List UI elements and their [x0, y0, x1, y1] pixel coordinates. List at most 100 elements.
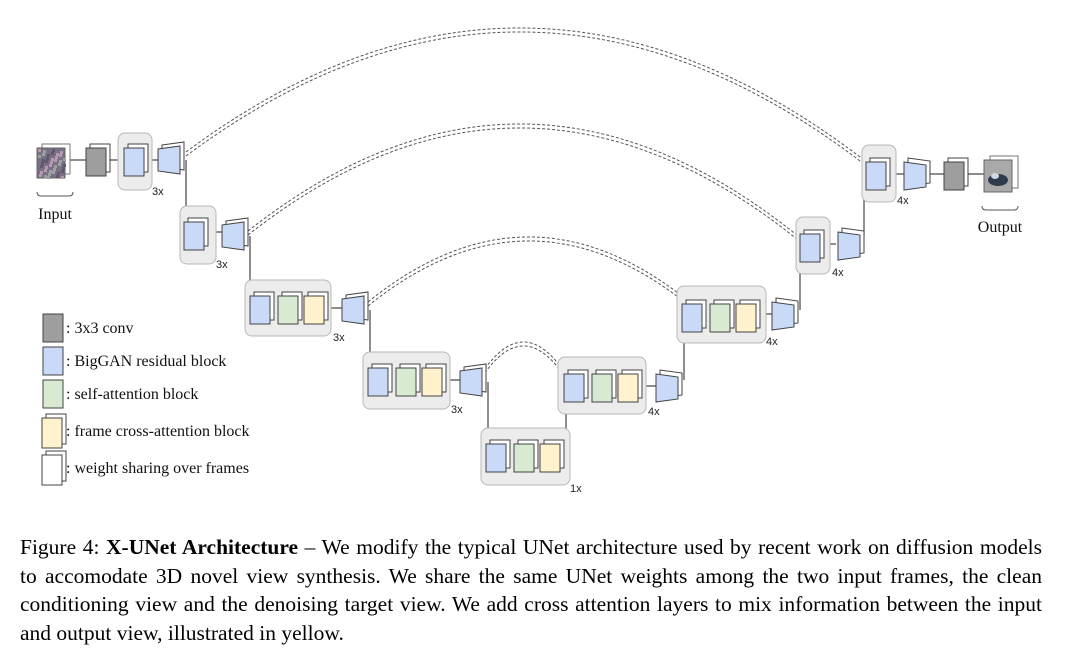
noise-pixel: [61, 176, 64, 179]
skip-arc-line: [185, 27, 865, 161]
noise-pixel: [63, 158, 66, 161]
skip-arc-level-4: [481, 341, 566, 378]
trap-front: [221, 221, 245, 251]
output-label: Output: [978, 219, 1023, 236]
skip-arc-line: [247, 123, 799, 237]
connector-lines: [70, 159, 984, 455]
legend-swatch-conv: [42, 313, 64, 343]
block-enc1-res: [123, 143, 149, 177]
output-image: [981, 155, 1019, 211]
noise-pixel: [39, 174, 42, 177]
noise-pixel: [43, 150, 46, 153]
input-label: Input: [38, 206, 72, 223]
stack-front: [539, 443, 561, 473]
noise-pixel: [57, 172, 60, 175]
stack-front: [421, 367, 443, 397]
stack-front: [183, 221, 205, 251]
multiplier-enc-1: 3x: [152, 186, 164, 198]
skip-arc-level-1: [185, 27, 865, 165]
car-windshield: [991, 173, 999, 179]
trap-front: [837, 231, 861, 261]
noise-pixel: [40, 165, 43, 168]
multiplier-enc-2: 3x: [216, 259, 228, 271]
skip-arc-level-3: [367, 236, 683, 307]
output-brace: [981, 205, 1019, 211]
multiplier-enc-4: 3x: [451, 404, 463, 416]
noise-pixel: [40, 171, 43, 174]
noise-pixel: [51, 158, 54, 161]
noise-pixel: [55, 156, 58, 159]
legend-conv-text: : 3x3 conv: [66, 320, 134, 337]
noise-pixel: [44, 175, 47, 178]
swatch: [42, 313, 64, 343]
noise-pixel: [54, 159, 57, 162]
noise-pixel: [42, 159, 45, 162]
trap-front: [903, 161, 927, 191]
figure-caption: Figure 4: X-UNet Architecture – We modif…: [20, 533, 1042, 647]
noise-pixel: [53, 168, 56, 171]
block-mid-cross: [539, 439, 565, 473]
stack-front: [617, 373, 639, 403]
skip-arc-line: [481, 345, 566, 378]
noise-pixel: [61, 170, 64, 173]
noise-pixel: [63, 164, 66, 167]
text-labels: Input Output 3x 3x 3x 3x 1x 4x 4x 4x 4x …: [38, 186, 1023, 495]
stack-front: [485, 443, 507, 473]
block-enc2-res: [183, 217, 209, 251]
stack-front: [123, 147, 145, 177]
stack-front: [563, 373, 585, 403]
legend-selfattn-text: : self-attention block: [66, 386, 198, 403]
block-mid-res: [485, 439, 511, 473]
legend-crossattn-text: : frame cross-attention block: [66, 423, 250, 440]
stack-front: [591, 373, 613, 403]
noise-pixel: [50, 161, 53, 164]
legend-sharing-text: : weight sharing over frames: [66, 460, 249, 477]
block-enc4-cross: [421, 363, 447, 397]
x-unet-diagram: Input Output 3x 3x 3x 3x 1x 4x 4x 4x 4x …: [36, 27, 1023, 495]
block-enc3-res: [249, 291, 275, 325]
stack-front: [303, 295, 325, 325]
noise-pixel: [56, 175, 59, 178]
noise-pixel: [52, 149, 55, 152]
noise-pixel: [47, 176, 50, 179]
stack-front: [865, 161, 887, 191]
trap-front: [341, 295, 365, 325]
block-dec4-self: [591, 369, 617, 403]
stack-front: [513, 443, 535, 473]
legend-swatch-sharing: [41, 450, 67, 486]
skip-arc-line: [481, 341, 566, 374]
swatch: [42, 379, 64, 409]
swatch: [42, 346, 64, 376]
noise-pixel: [44, 169, 47, 172]
trap-front: [157, 145, 181, 175]
block-enc4-self: [395, 363, 421, 397]
noise-pixel: [46, 157, 49, 160]
noise-pixel: [60, 151, 63, 154]
block-dec4-cross: [617, 369, 643, 403]
skip-arc-line: [247, 127, 799, 241]
stack-front: [943, 161, 965, 191]
multiplier-dec-4: 4x: [648, 406, 660, 418]
noise-pixel: [42, 153, 45, 156]
noise-pixel: [38, 149, 41, 152]
block-dec1-up: [903, 157, 931, 191]
legend: [41, 313, 67, 486]
stack-front: [735, 303, 757, 333]
caption-body: – We modify the typical UNet architectur…: [20, 535, 1042, 645]
noise-pixel: [59, 154, 62, 157]
legend-swatch-bigGAN: [42, 346, 64, 376]
noise-pixel: [48, 173, 51, 176]
block-dec3-cross: [735, 299, 761, 333]
trap-front: [771, 301, 795, 331]
block-dec2-up: [837, 227, 865, 261]
skip-arc-line: [367, 240, 683, 307]
block-conv-in: [85, 143, 111, 177]
multiplier-dec-3: 4x: [766, 336, 778, 348]
noise-pixel: [51, 152, 54, 155]
noise-pixel: [47, 154, 50, 157]
multiplier-enc-3: 3x: [333, 332, 345, 344]
legend-swatch-crossattn: [41, 413, 67, 449]
stack-front: [277, 295, 299, 325]
block-dec4-up: [655, 369, 683, 403]
noise-pixel: [41, 162, 44, 165]
